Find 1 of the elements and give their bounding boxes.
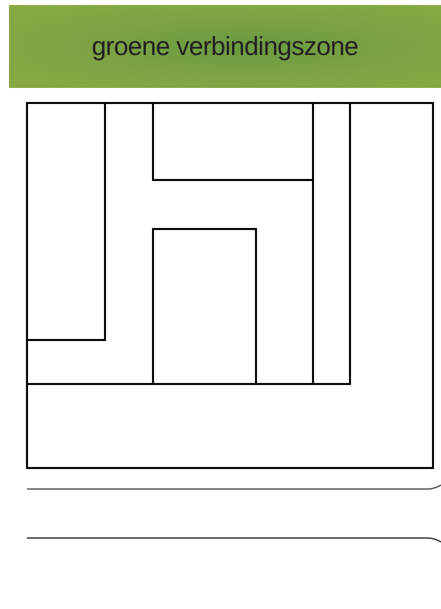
title: groene verbindingszone	[92, 31, 358, 62]
